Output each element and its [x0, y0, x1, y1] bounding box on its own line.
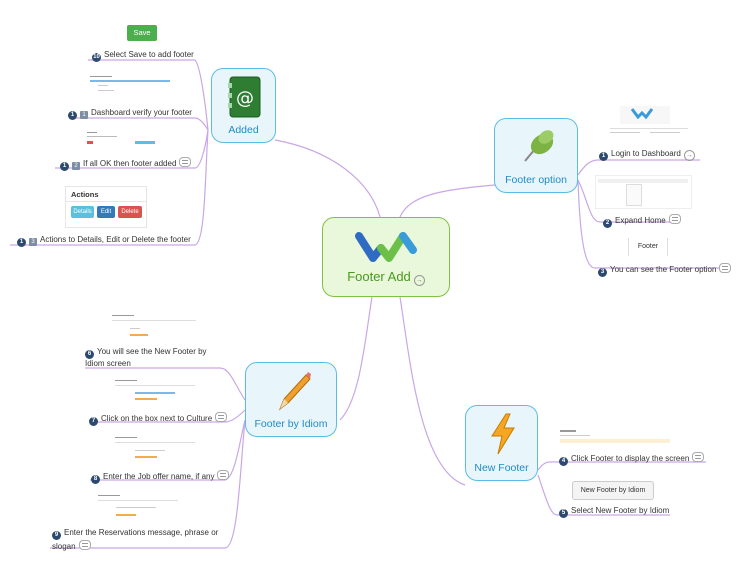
footer-menu-text: Footer: [637, 243, 659, 250]
svg-text:@: @: [236, 88, 254, 109]
step-number: 1: [68, 111, 77, 120]
step-number: 1: [599, 152, 608, 161]
expand-home-thumbnail: [595, 175, 692, 209]
branch-title-footer-option: Footer option: [505, 174, 567, 186]
save-button[interactable]: Save: [127, 25, 157, 41]
dashboard-verify-thumbnail: [88, 74, 172, 98]
culture-box-thumbnail: [113, 380, 197, 404]
step-number: 7: [89, 417, 98, 426]
note-icon[interactable]: [78, 540, 91, 550]
central-topic-footer-add[interactable]: Footer Add→: [322, 217, 450, 297]
branch-footer-option[interactable]: Footer option: [494, 118, 578, 193]
new-footer-by-idiom-button[interactable]: New Footer by Idiom: [572, 481, 654, 500]
note-icon[interactable]: [719, 263, 732, 273]
step-number: 8: [91, 475, 100, 484]
substep-number: 1: [80, 111, 88, 119]
arrow-right-icon[interactable]: →: [683, 150, 695, 161]
branch-new-footer[interactable]: New Footer: [465, 405, 538, 481]
dashboard-login-thumbnail: [605, 98, 693, 144]
note-icon[interactable]: [179, 157, 192, 167]
note-icon[interactable]: [668, 214, 681, 224]
step-number: 9: [52, 531, 61, 540]
pushpin-icon: [524, 130, 554, 162]
step-number: 3: [598, 268, 607, 277]
central-title: Footer Add: [347, 269, 411, 284]
substep-number: 2: [72, 162, 80, 170]
substep-number: 3: [29, 238, 37, 246]
address-book-icon: @: [228, 76, 261, 118]
pencil-icon: [278, 372, 311, 411]
save-button-text: Save: [133, 28, 151, 37]
step-number: 1: [17, 238, 26, 247]
job-offer-thumbnail: [113, 437, 197, 463]
note-icon[interactable]: [217, 470, 230, 480]
branch-footer-by-idiom[interactable]: Footer by Idiom: [245, 362, 337, 437]
actions-box: Actions Details Edit Delete: [65, 186, 147, 228]
note-icon[interactable]: [692, 452, 705, 462]
reservations-thumbnail: [96, 495, 180, 521]
step-number: 5: [559, 509, 568, 518]
branch-title-new-footer: New Footer: [474, 462, 529, 474]
logo-icon: [355, 232, 417, 262]
branch-title-added: Added: [228, 124, 259, 136]
edit-button[interactable]: Edit: [97, 206, 115, 218]
new-footer-screen-thumbnail: [110, 315, 198, 341]
branch-added[interactable]: @ Added: [211, 68, 276, 143]
step-number: 6: [85, 350, 94, 359]
footer-added-thumbnail: [85, 130, 165, 150]
lightning-icon: [491, 413, 515, 455]
step-number: 4: [559, 457, 568, 466]
details-button[interactable]: Details: [71, 206, 94, 218]
step-number: 1: [60, 162, 69, 171]
delete-button[interactable]: Delete: [118, 206, 142, 218]
arrow-right-icon[interactable]: →: [413, 275, 425, 286]
branch-title-footer-by-idiom: Footer by Idiom: [254, 418, 328, 430]
actions-title: Actions: [71, 190, 99, 199]
step-number: 2: [603, 219, 612, 228]
note-icon[interactable]: [215, 412, 228, 422]
new-footer-button-text: New Footer by Idiom: [580, 487, 646, 494]
footer-menu-item-thumbnail: Footer: [628, 238, 668, 256]
footer-screen-thumbnail: [560, 430, 670, 444]
step-number: 10: [92, 53, 101, 62]
